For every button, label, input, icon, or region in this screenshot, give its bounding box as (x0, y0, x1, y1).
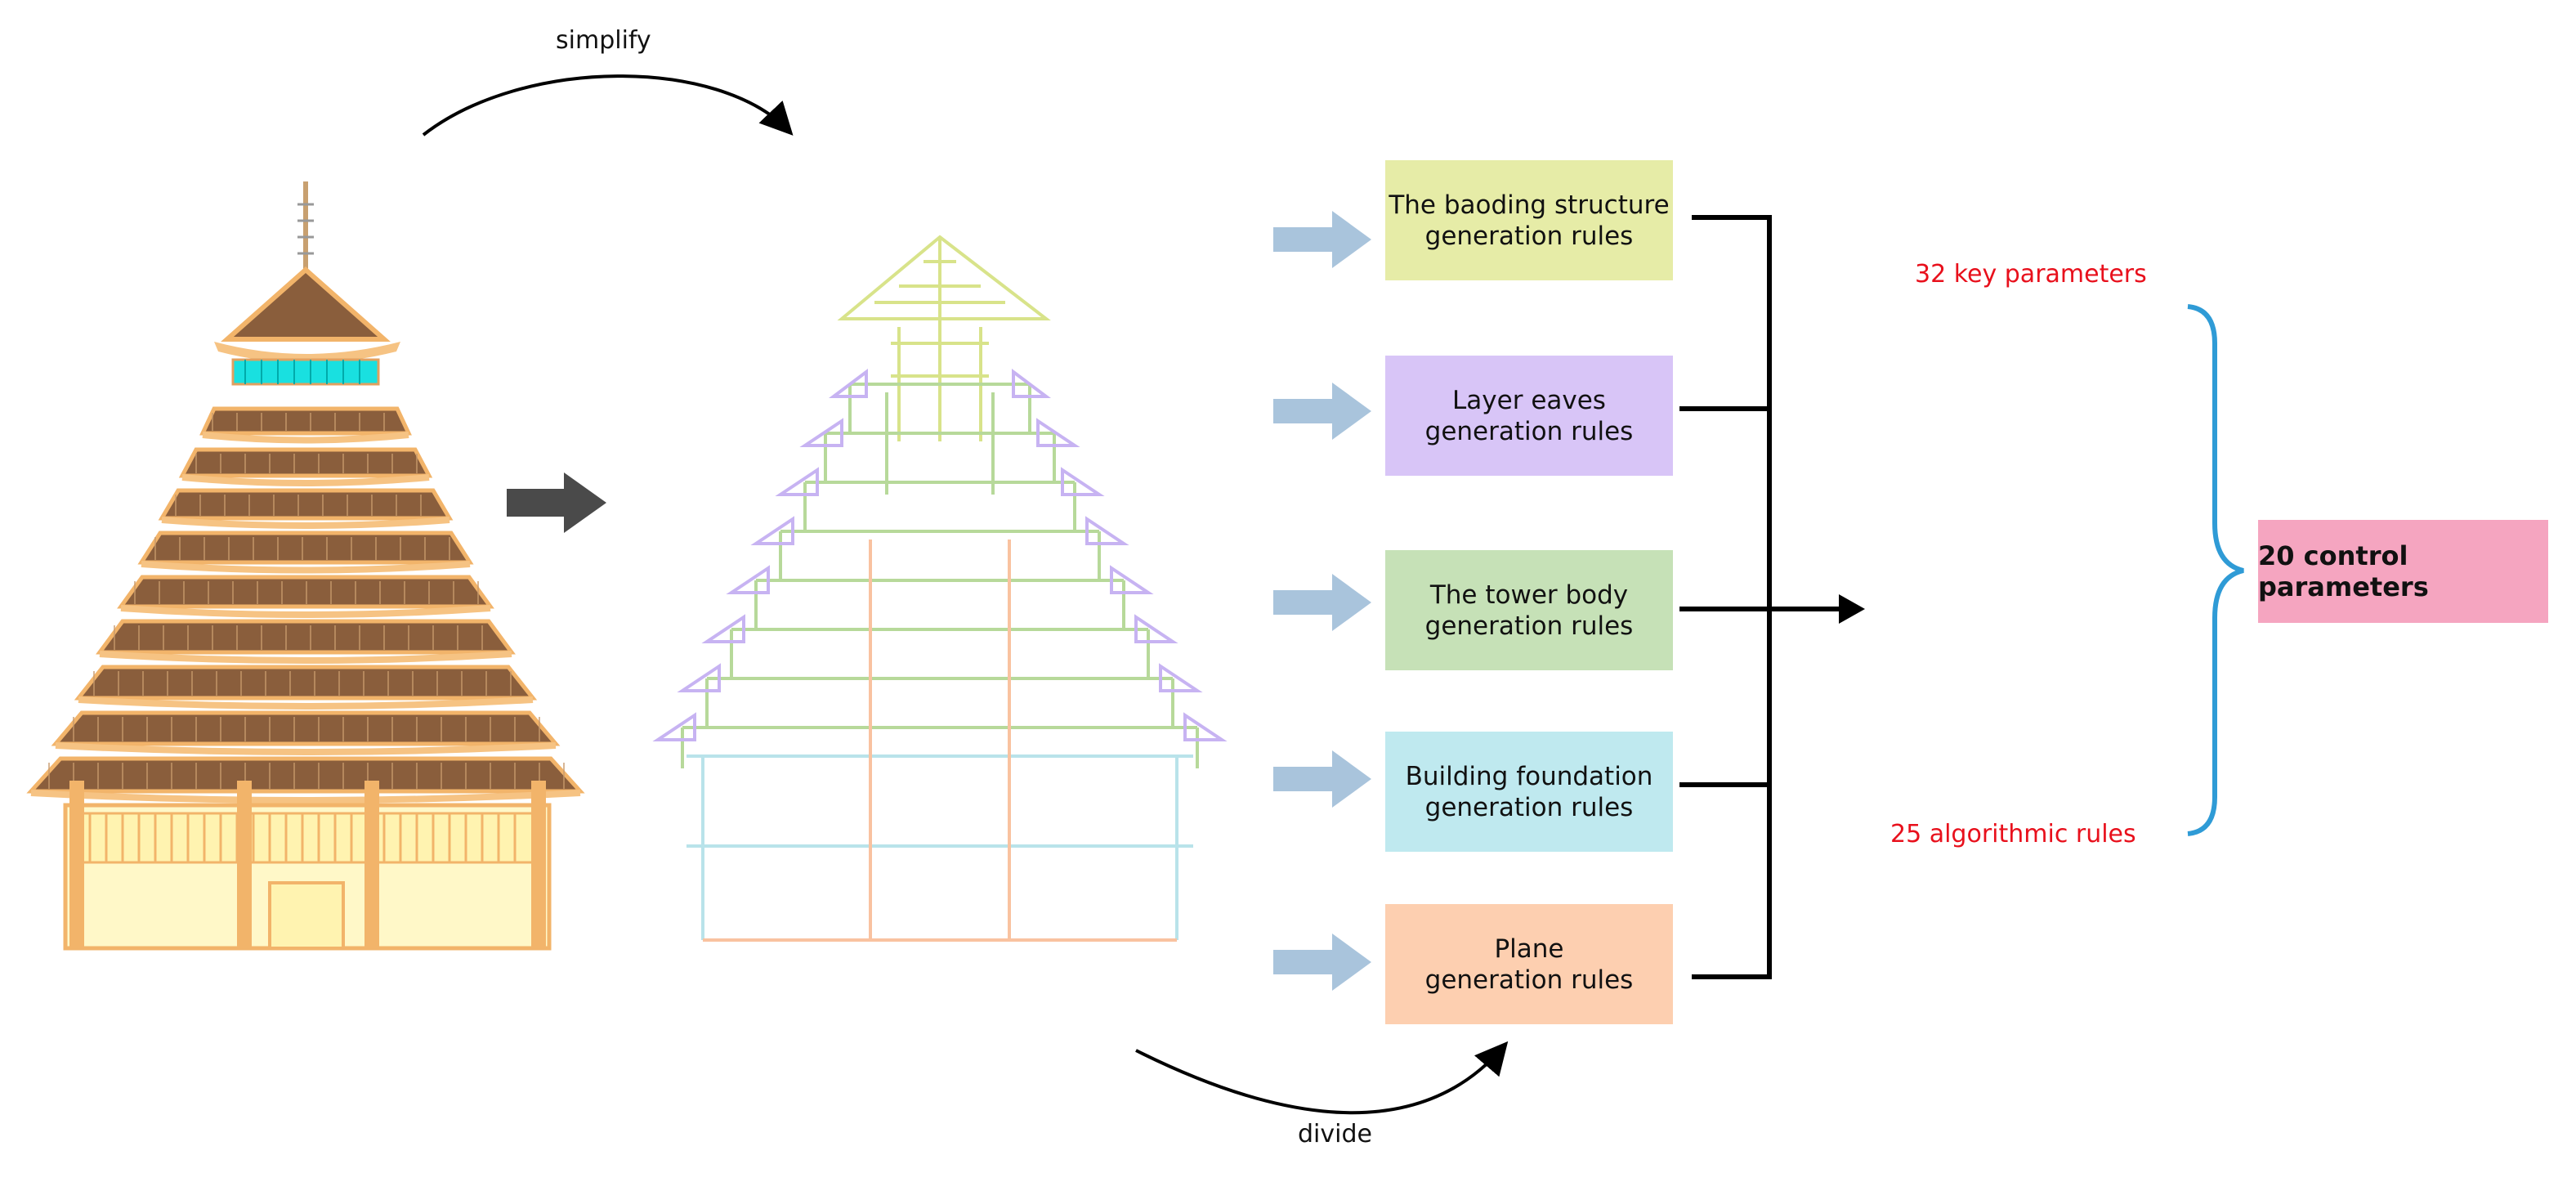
eaves-rules-line1: Layer eaves (1452, 385, 1606, 415)
baoding-rules-line2: generation rules (1424, 221, 1634, 251)
rule-arrow-4 (1273, 750, 1371, 808)
algorithmic-rules-label: 25 algorithmic rules (1890, 820, 2136, 848)
divide-arrow (1135, 1041, 1509, 1115)
plane-rules-line2: generation rules (1424, 965, 1634, 995)
control-parameters-box: 20 control parameters (2258, 520, 2548, 623)
rule-arrow-5 (1273, 934, 1371, 991)
rule-arrow-2 (1273, 383, 1371, 440)
pagoda-illustration (26, 181, 585, 951)
foundation-rules-line2: generation rules (1424, 792, 1634, 822)
tower-body-rules-line1: The tower body (1429, 580, 1629, 610)
wireframe-illustration (652, 235, 1228, 942)
simplify-arrow (422, 74, 794, 137)
eaves-rules-line2: generation rules (1424, 416, 1634, 446)
rule-arrow-1 (1273, 211, 1371, 268)
baoding-rules-line1: The baoding structure (1389, 190, 1670, 220)
key-parameters-label: 32 key parameters (1915, 260, 2147, 289)
plane-rules-line1: Plane (1494, 934, 1564, 964)
simplify-label: simplify (556, 26, 651, 55)
rule-connector (1679, 215, 1772, 979)
foundation-rules-line1: Building foundation (1405, 761, 1653, 791)
transform-arrow (507, 472, 606, 533)
divide-label: divide (1298, 1120, 1372, 1148)
curly-brace (2187, 304, 2244, 836)
rule-arrow-3 (1273, 574, 1371, 631)
tower-body-rules-line2: generation rules (1424, 611, 1634, 641)
rule-arrows (1273, 211, 1371, 991)
